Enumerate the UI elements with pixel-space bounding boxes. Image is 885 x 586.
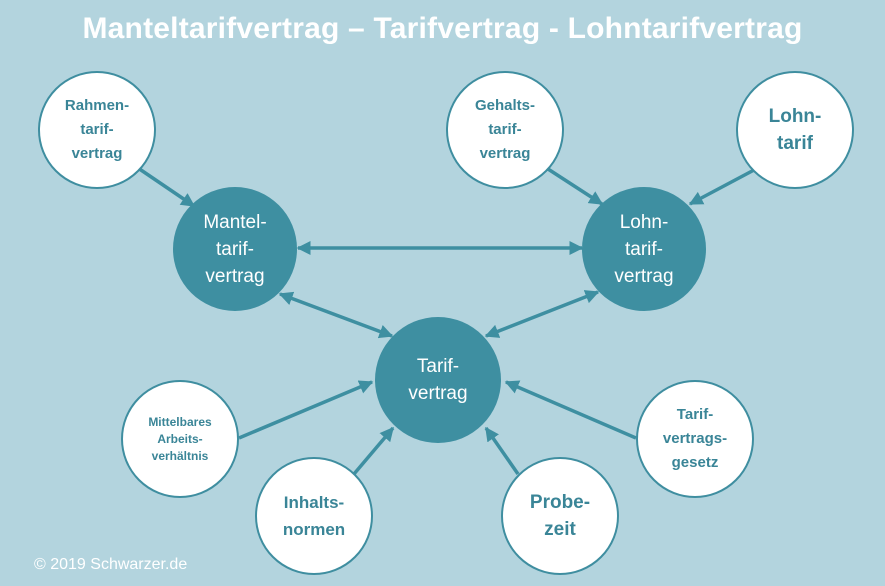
node-tarifvertragsgesetz: Tarif- vertrags- gesetz — [636, 380, 754, 498]
arrow-lohntarif-to-lohntarifvertrag — [688, 168, 755, 206]
arrow-rahmen-to-mantel — [137, 166, 196, 208]
node-lohntarifvertrag: Lohn- tarif- vertrag — [582, 187, 706, 311]
arrow-lohntarifvertrag-tarifvertrag — [484, 290, 600, 338]
node-rahmentarifvertrag: Rahmen- tarif- vertrag — [38, 71, 156, 189]
arrow-inhaltsnormen-to-tarifvertrag — [352, 426, 395, 476]
node-mittelbares-arbeitsverhaeltnis: Mittelbares Arbeits- verhältnis — [121, 380, 239, 498]
arrow-mittelbares-to-tarifvertrag — [238, 380, 374, 440]
arrow-probezeit-to-tarifvertrag — [484, 426, 520, 475]
node-tarifvertrag: Tarif- vertrag — [375, 317, 501, 443]
node-manteltarifvertrag: Mantel- tarif- vertrag — [173, 187, 297, 311]
node-gehaltstarifvertrag: Gehalts- tarif- vertrag — [446, 71, 564, 189]
arrow-mantel-tarifvertrag — [278, 291, 394, 339]
node-probezeit: Probe- zeit — [501, 457, 619, 575]
arrow-gehalts-to-lohntarifvertrag — [547, 167, 604, 206]
node-inhaltsnormen: Inhalts- normen — [255, 457, 373, 575]
arrow-tarifvertragsgesetz-to-tarifvertrag — [504, 380, 637, 440]
copyright-notice: © 2019 Schwarzer.de — [34, 556, 188, 573]
node-lohntarif: Lohn- tarif — [736, 71, 854, 189]
diagram-title: Manteltarifvertrag – Tarifvertrag - Lohn… — [82, 12, 803, 45]
